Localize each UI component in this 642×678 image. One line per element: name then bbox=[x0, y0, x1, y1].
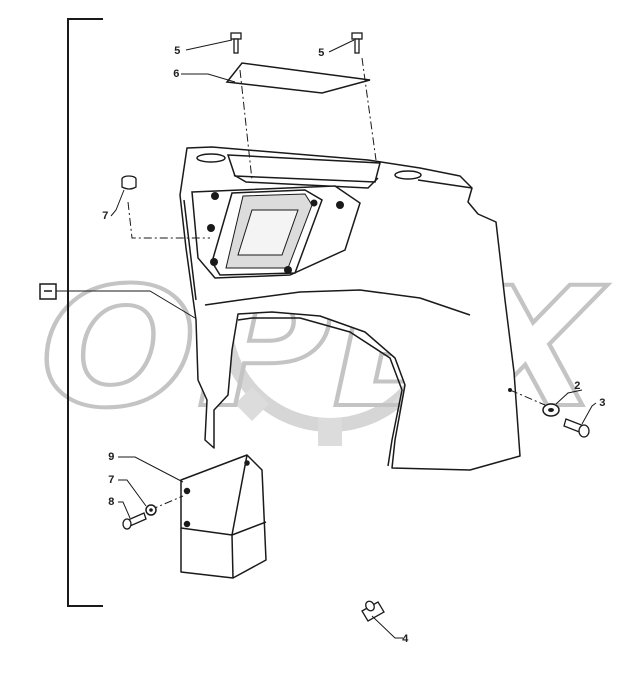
leader-assembly bbox=[56, 290, 196, 319]
bolt bbox=[563, 418, 590, 438]
lower-bolt bbox=[122, 512, 147, 530]
washer bbox=[542, 403, 560, 417]
screw-right bbox=[351, 32, 363, 54]
callout-5-right: 5 bbox=[318, 48, 325, 60]
lower-panel bbox=[180, 454, 267, 579]
cover-plate bbox=[225, 62, 371, 94]
callout-6: 6 bbox=[173, 69, 180, 81]
lower-washer bbox=[145, 504, 157, 516]
callout-7-upper: 7 bbox=[102, 211, 109, 223]
hole-marker bbox=[508, 388, 512, 392]
screw-left bbox=[230, 32, 242, 54]
callout-5-left: 5 bbox=[174, 46, 181, 58]
plug-cap bbox=[121, 175, 137, 190]
callout-2: 2 bbox=[574, 381, 581, 393]
callout-7-lower: 7 bbox=[108, 475, 115, 487]
top-opening bbox=[196, 153, 422, 189]
callout-9: 9 bbox=[108, 452, 115, 464]
leader-lines bbox=[110, 39, 597, 639]
group-bracket bbox=[67, 18, 103, 607]
callout-4: 4 bbox=[402, 634, 409, 646]
control-panel bbox=[191, 185, 361, 279]
callout-8: 8 bbox=[108, 497, 115, 509]
callout-3: 3 bbox=[599, 398, 606, 410]
assembly-symbol-icon bbox=[39, 283, 57, 300]
callouts: 5 5 6 7 2 3 9 7 8 4 bbox=[102, 46, 606, 646]
panel-screws bbox=[207, 192, 344, 274]
pin bbox=[361, 600, 385, 622]
